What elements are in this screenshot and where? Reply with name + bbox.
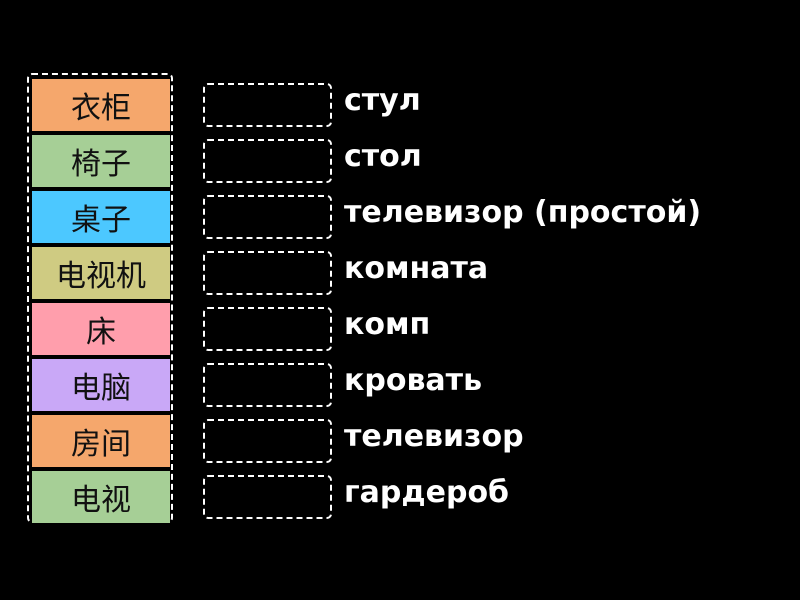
drop-slot[interactable] [203, 307, 332, 351]
target-label: стол [344, 139, 422, 174]
draggable-tile[interactable]: 床 [32, 303, 170, 355]
draggable-tile[interactable]: 衣柜 [32, 79, 170, 131]
draggable-tile[interactable]: 电视 [32, 471, 170, 523]
target-label: комната [344, 251, 489, 286]
draggable-tile[interactable]: 椅子 [32, 135, 170, 187]
drop-slot[interactable] [203, 139, 332, 183]
drop-slot[interactable] [203, 83, 332, 127]
draggable-tile[interactable]: 电脑 [32, 359, 170, 411]
target-label: телевизор [344, 419, 524, 454]
draggable-tile[interactable]: 房间 [32, 415, 170, 467]
target-label: кровать [344, 363, 483, 398]
draggable-tile[interactable]: 桌子 [32, 191, 170, 243]
drop-slot[interactable] [203, 195, 332, 239]
target-label: стул [344, 83, 421, 118]
target-label: телевизор (простой) [344, 195, 702, 230]
drop-slot[interactable] [203, 419, 332, 463]
target-label: гардероб [344, 475, 509, 510]
target-label: комп [344, 307, 431, 342]
drop-slot[interactable] [203, 251, 332, 295]
drop-slot[interactable] [203, 363, 332, 407]
draggable-tile[interactable]: 电视机 [32, 247, 170, 299]
drop-slot[interactable] [203, 475, 332, 519]
